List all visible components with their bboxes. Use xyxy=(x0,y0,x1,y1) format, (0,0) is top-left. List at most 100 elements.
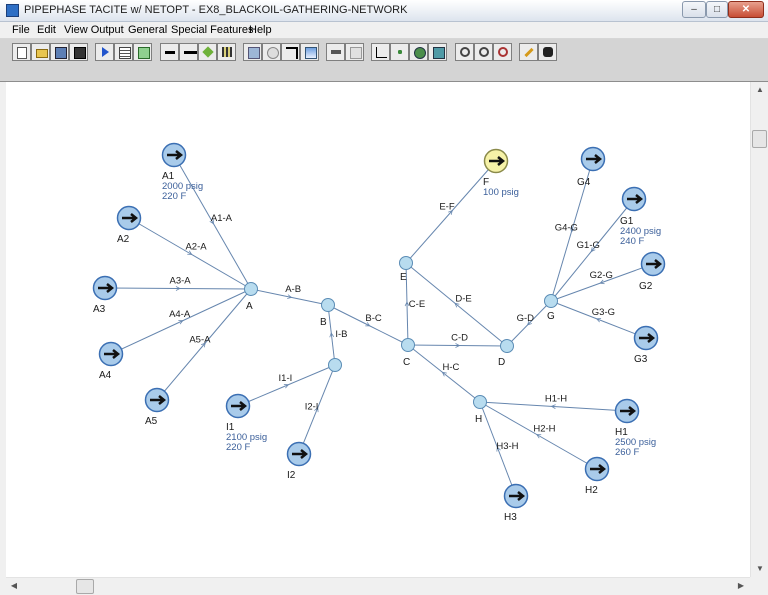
pipe-link-i1-i[interactable] xyxy=(237,364,336,407)
network-graph-button[interactable] xyxy=(390,43,409,61)
pipe-link-g2-g[interactable] xyxy=(550,263,654,302)
pipe-tool-button[interactable] xyxy=(160,43,179,61)
pipe-link-i-b[interactable] xyxy=(327,304,336,366)
network-diagram[interactable]: A1-AA2-AA3-AA4-AA5-AA-BI-BI1-II2-IB-CC-E… xyxy=(6,82,750,577)
junction-circle[interactable] xyxy=(500,339,514,353)
junction-node[interactable]: B xyxy=(320,298,335,329)
junction-tool-button[interactable] xyxy=(198,43,217,61)
horizontal-scrollbar[interactable]: ◀ ▶ xyxy=(6,577,750,595)
heat-exchanger-button[interactable] xyxy=(243,43,262,61)
meter-button[interactable] xyxy=(326,43,345,61)
vertical-scroll-thumb[interactable] xyxy=(752,130,767,148)
source-node[interactable]: A2 xyxy=(116,205,142,246)
source-node[interactable]: A3 xyxy=(92,275,118,316)
menu-help[interactable]: Help xyxy=(249,24,272,36)
pipe-link-h-c[interactable] xyxy=(407,344,481,403)
junction-node[interactable]: D xyxy=(498,339,514,369)
junction-circle[interactable] xyxy=(321,298,335,312)
pipe-link-g3-g[interactable] xyxy=(550,300,647,339)
junction-circle[interactable] xyxy=(473,395,487,409)
scroll-down-arrow-icon[interactable]: ▼ xyxy=(756,564,764,573)
source-node[interactable]: G2 xyxy=(639,251,666,293)
pipe-connector-button[interactable] xyxy=(179,43,198,61)
separator-tool-button[interactable] xyxy=(217,43,236,61)
source-node[interactable]: A5 xyxy=(144,387,170,428)
open-folder-button[interactable] xyxy=(31,43,50,61)
zoom-fit-button[interactable] xyxy=(493,43,512,61)
scroll-right-arrow-icon[interactable]: ▶ xyxy=(737,581,745,590)
horizontal-scroll-thumb[interactable] xyxy=(76,579,94,594)
find-button[interactable] xyxy=(538,43,557,61)
source-node[interactable]: G4 xyxy=(577,146,606,189)
minimize-button[interactable]: – xyxy=(682,1,706,18)
save-as-button[interactable] xyxy=(50,43,69,61)
globe-button[interactable] xyxy=(409,43,428,61)
junction-circle[interactable] xyxy=(328,358,342,372)
pipe-link-a-b[interactable] xyxy=(250,288,329,306)
data-sheet-button[interactable] xyxy=(133,43,152,61)
junction-circle[interactable] xyxy=(544,294,558,308)
plot-line-button[interactable] xyxy=(371,43,390,61)
maximize-button[interactable]: □ xyxy=(706,1,728,18)
compressor-button[interactable] xyxy=(262,43,281,61)
pipe-link-d-e[interactable] xyxy=(405,262,508,347)
source-node[interactable]: H3 xyxy=(503,483,529,524)
menu-special-features[interactable]: Special Features xyxy=(171,24,254,36)
junction-circle[interactable] xyxy=(244,282,258,296)
pipe-link-g4-g[interactable] xyxy=(550,158,594,302)
pipe-link-g1-g[interactable] xyxy=(550,198,635,302)
pipe-link-g-d[interactable] xyxy=(506,300,552,347)
save-button[interactable] xyxy=(69,43,88,61)
pipe-link-a3-a[interactable] xyxy=(104,288,252,289)
pipe-link-e-f[interactable] xyxy=(405,160,497,264)
pipe-link-i2-i[interactable] xyxy=(298,364,336,455)
pipe-link-h3-h[interactable] xyxy=(479,401,517,497)
chart-button[interactable] xyxy=(300,43,319,61)
menu-general[interactable]: General xyxy=(128,24,168,36)
pipe-link-a1-a[interactable] xyxy=(173,154,252,290)
junction-node[interactable]: E xyxy=(399,256,413,284)
node-label: A xyxy=(246,301,253,312)
junction-node[interactable]: H xyxy=(473,395,487,426)
pipe-link-h1-h[interactable] xyxy=(479,401,628,412)
menu-file[interactable]: File xyxy=(12,24,30,36)
junction-node[interactable]: C xyxy=(401,338,415,369)
link-path-button[interactable] xyxy=(281,43,300,61)
scroll-up-arrow-icon[interactable]: ▲ xyxy=(756,85,764,94)
source-node[interactable]: A4 xyxy=(98,341,124,382)
menu-edit[interactable]: Edit xyxy=(37,24,56,36)
pipe-link-a5-a[interactable] xyxy=(156,288,252,401)
source-node[interactable]: G3 xyxy=(633,325,659,366)
zoom-out-button[interactable] xyxy=(474,43,493,61)
pipe-link-c-d[interactable] xyxy=(407,345,508,346)
pipe-link-h2-h[interactable] xyxy=(479,401,598,470)
source-node[interactable]: I2 xyxy=(286,441,312,482)
junction-node[interactable] xyxy=(328,358,342,372)
expander-button[interactable] xyxy=(345,43,364,61)
pipe-link-c-e[interactable] xyxy=(406,262,408,346)
junction-circle[interactable] xyxy=(399,256,413,270)
menu-view-output[interactable]: View Output xyxy=(64,24,124,36)
scroll-left-arrow-icon[interactable]: ◀ xyxy=(10,581,18,590)
run-button[interactable] xyxy=(95,43,114,61)
junction-node[interactable]: A xyxy=(244,282,258,313)
vertical-scrollbar[interactable]: ▲ ▼ xyxy=(750,82,768,577)
report-table-button[interactable] xyxy=(114,43,133,61)
close-button[interactable]: ✕ xyxy=(728,1,764,18)
zoom-in-button[interactable] xyxy=(455,43,474,61)
junction-node[interactable]: G xyxy=(544,294,558,323)
monitor-button[interactable] xyxy=(428,43,447,61)
pipe-link-a4-a[interactable] xyxy=(110,288,252,355)
pipe-link-a2-a[interactable] xyxy=(128,217,252,290)
new-file-button[interactable] xyxy=(12,43,31,61)
source-node[interactable]: H2 xyxy=(584,456,610,497)
junction-circle[interactable] xyxy=(401,338,415,352)
pencil-button[interactable] xyxy=(519,43,538,61)
pipe-link-b-c[interactable] xyxy=(327,304,409,346)
